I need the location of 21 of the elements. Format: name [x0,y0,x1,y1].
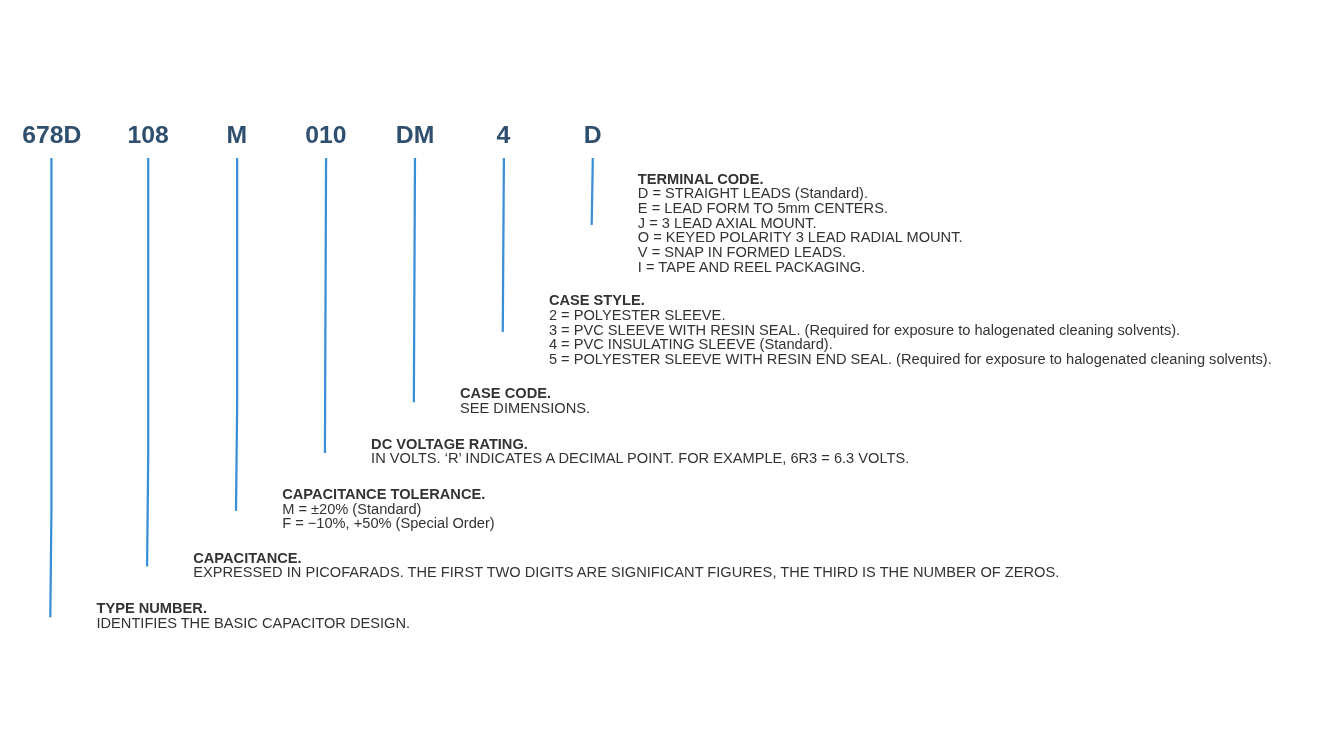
node-text: 108 [127,120,169,148]
node-text: DC VOLTAGE RATING. IN VOLTS. ‘R’ INDICATES A DECIMAL POINT. FOR EXAMPLE, 6R3 = 6.3 VOLTS. [371,435,910,466]
connector [323,157,328,453]
node-text: D [583,120,602,148]
node-text: TERMINAL CODE. D = STRAIGHT LEADS (Standard). E = LEAD FORM TO 5mm CENTERS. J = 3 LEAD AXIAL MOUNT. O = KEYED POLARITY 3 LEAD RADIAL MOUNT. V = SNAP IN FORMED LEADS. I = TAPE AND REEL PACKAGING. [637,170,963,275]
connector [501,157,506,332]
node-text: CASE CODE. SEE DIMENSIONS. [460,384,591,416]
connector [412,157,417,402]
connector [145,157,150,567]
node-text: TYPE NUMBER. IDENTIFIES THE BASIC CAPACITOR DESIGN. [96,599,411,631]
node-text: DM [395,120,435,148]
node-text: 4 [496,120,511,148]
node-text: CAPACITANCE. EXPRESSED IN PICOFARADS. THE FIRST TWO DIGITS ARE SIGNIFICANT FIGURES, THE THIRD IS THE NUMBER OF ZEROS. [193,549,1060,580]
connector [234,157,239,511]
node-text: M [226,120,248,148]
node-text: 678D [22,120,82,148]
node-text: CAPACITANCE TOLERANCE. M = ±20% (Standard) F = −10%, +50% (Special Order) [282,485,495,531]
connector [49,157,53,617]
node-text: 010 [305,120,347,148]
connector [590,157,594,225]
node-text: CASE STYLE. 2 = POLYESTER SLEEVE. 3 = PVC SLEEVE WITH RESIN SEAL. (Required for exposure to halogenated cleaning solvents). 4 = PVC INSULATING SLEEVE (Standard). 5 = POLYESTER SLEEVE WITH RESIN END SEAL. (Required for exposure to halogenated cleaning solvents). [548,291,1272,367]
